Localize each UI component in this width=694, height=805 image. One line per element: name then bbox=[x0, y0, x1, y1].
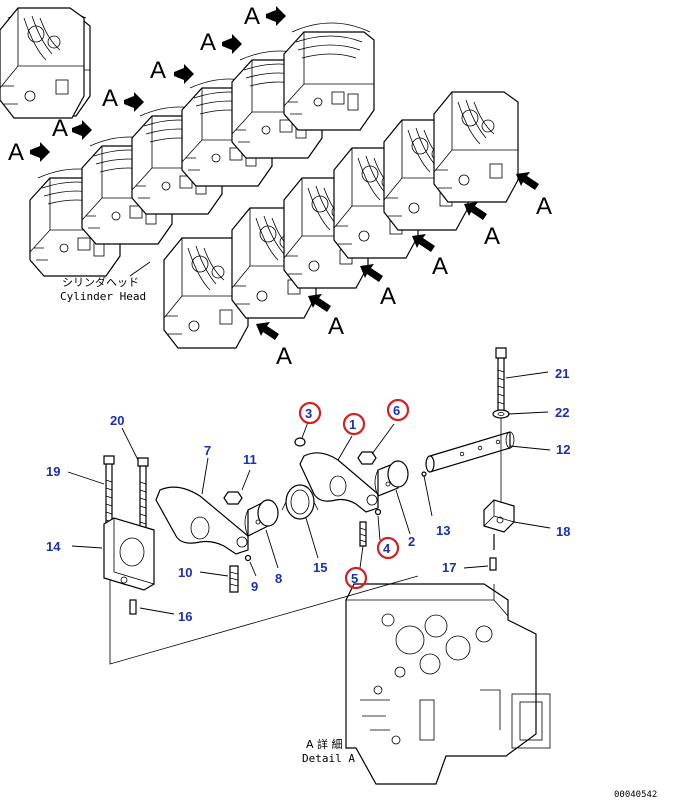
dowel-pin-17 bbox=[489, 557, 497, 571]
callout-7[interactable]: 7 bbox=[204, 443, 211, 458]
bolt-21 bbox=[495, 347, 507, 410]
arrow-right-icon bbox=[222, 34, 242, 54]
callout-16[interactable]: 16 bbox=[178, 609, 192, 624]
view-marker: A bbox=[380, 283, 396, 310]
callout-8[interactable]: 8 bbox=[275, 571, 282, 586]
view-marker: A bbox=[432, 253, 448, 280]
rocker-arm-1 bbox=[299, 452, 379, 513]
callout-18[interactable]: 18 bbox=[556, 524, 570, 539]
washer-3 bbox=[294, 437, 306, 447]
arrow-right-icon bbox=[124, 92, 144, 112]
callout-20[interactable]: 20 bbox=[110, 413, 124, 428]
view-marker: A bbox=[200, 29, 216, 56]
adjust-screw-10 bbox=[229, 565, 239, 593]
adjust-screw-5 bbox=[359, 521, 367, 547]
arrow-up-left-icon bbox=[308, 294, 331, 312]
bushing-8 bbox=[244, 499, 279, 537]
callout-1[interactable]: 1 bbox=[349, 417, 356, 432]
cylinder-head-illustration bbox=[0, 7, 85, 119]
bushing-2 bbox=[374, 460, 409, 497]
arrow-up-left-icon bbox=[464, 202, 487, 220]
lock-nut-6 bbox=[357, 451, 377, 465]
ring-15 bbox=[281, 484, 319, 520]
washer-22 bbox=[492, 409, 510, 419]
arrow-right-icon bbox=[266, 6, 286, 26]
callout-6[interactable]: 6 bbox=[393, 403, 400, 418]
detail-label-jp: A 詳 細 bbox=[306, 737, 343, 751]
view-marker: A bbox=[102, 85, 118, 112]
callouts: 1 2 3 4 5 6 7 8 9 10 11 12 13 14 15 16 1… bbox=[46, 366, 570, 624]
cylinder-head-detail bbox=[345, 583, 551, 785]
highlight-circles bbox=[298, 398, 410, 590]
rocker-assembly-left bbox=[103, 455, 319, 615]
detail-a-label: A 詳 細 Detail A bbox=[302, 737, 355, 765]
dowel-pin-16 bbox=[129, 599, 137, 615]
callout-5[interactable]: 5 bbox=[351, 571, 358, 586]
highlight-circle bbox=[376, 536, 400, 560]
arrow-up-left-icon bbox=[516, 172, 539, 190]
view-arrows-upper: A A A A A A bbox=[8, 3, 286, 166]
arrow-up-left-icon bbox=[412, 234, 435, 252]
highlight-circle bbox=[298, 401, 322, 425]
callout-14[interactable]: 14 bbox=[46, 539, 61, 554]
ball-9 bbox=[244, 554, 252, 562]
view-marker: A bbox=[328, 313, 344, 340]
view-marker: A bbox=[150, 57, 166, 84]
rocker-shaft-12 bbox=[425, 431, 515, 473]
rocker-support-18 bbox=[483, 499, 515, 550]
view-marker: A bbox=[244, 3, 260, 30]
arrow-right-icon bbox=[72, 120, 92, 140]
callout-10[interactable]: 10 bbox=[178, 565, 192, 580]
callout-13[interactable]: 13 bbox=[436, 523, 450, 538]
highlight-circle bbox=[344, 566, 368, 590]
bolt-20 bbox=[137, 457, 149, 528]
bolt-19 bbox=[103, 455, 115, 526]
arrow-right-icon bbox=[30, 142, 50, 162]
cylinder-head-label-jp: シリンダヘッド bbox=[62, 275, 139, 289]
leader-lines bbox=[67, 371, 551, 615]
view-marker: A bbox=[276, 343, 292, 370]
lock-nut-11 bbox=[223, 491, 243, 505]
view-marker: A bbox=[536, 193, 552, 220]
ball-4 bbox=[374, 508, 382, 516]
callout-4[interactable]: 4 bbox=[383, 541, 391, 556]
pin-13 bbox=[421, 471, 427, 477]
rocker-support-14 bbox=[103, 517, 155, 591]
callout-22[interactable]: 22 bbox=[555, 405, 569, 420]
cylinder-head-label: シリンダヘッド Cylinder Head bbox=[60, 261, 151, 303]
callout-17[interactable]: 17 bbox=[442, 560, 456, 575]
view-marker: A bbox=[8, 139, 24, 166]
highlight-circle bbox=[342, 412, 366, 436]
view-marker: A bbox=[52, 115, 68, 142]
callout-9[interactable]: 9 bbox=[251, 579, 258, 594]
cylinder-head-label-en: Cylinder Head bbox=[60, 290, 146, 303]
drawing-number: 00040542 bbox=[614, 790, 657, 800]
callout-2[interactable]: 2 bbox=[408, 534, 415, 549]
callout-19[interactable]: 19 bbox=[46, 464, 60, 479]
callout-3[interactable]: 3 bbox=[305, 406, 312, 421]
view-arrows-lower: A A A A A A bbox=[256, 172, 552, 370]
callout-21[interactable]: 21 bbox=[555, 366, 569, 381]
cylinder-heads-lower-row bbox=[0, 7, 519, 349]
assembly-bracket bbox=[109, 575, 419, 665]
callout-12[interactable]: 12 bbox=[556, 442, 570, 457]
detail-label-en: Detail A bbox=[302, 752, 355, 765]
arrow-up-left-icon bbox=[360, 264, 383, 282]
arrow-right-icon bbox=[174, 64, 194, 84]
rocker-assembly-right bbox=[294, 347, 515, 571]
highlight-circle bbox=[386, 398, 410, 422]
arrow-up-left-icon bbox=[256, 322, 279, 340]
callout-11[interactable]: 11 bbox=[243, 452, 257, 467]
view-marker: A bbox=[484, 223, 500, 250]
rocker-arm-7 bbox=[155, 486, 249, 555]
callout-15[interactable]: 15 bbox=[313, 560, 327, 575]
